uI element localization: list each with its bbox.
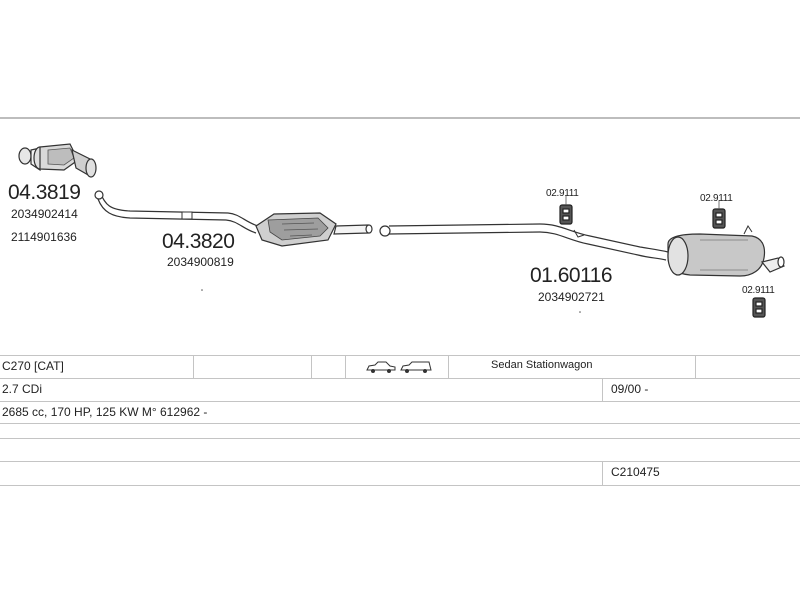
table-line bbox=[0, 485, 800, 486]
front-pipe bbox=[94, 190, 259, 234]
part-number-rear-pipe: 01.60116 bbox=[530, 264, 613, 287]
product-code: C210475 bbox=[611, 465, 660, 479]
table-divider bbox=[602, 378, 603, 401]
part-ref-front-cat-2: 2114901636 bbox=[11, 230, 77, 244]
body-types: Sedan Stationwagon bbox=[491, 359, 593, 371]
engine-specs: 2685 cc, 170 HP, 125 KW M° 612962 - bbox=[2, 405, 208, 419]
middle-catalytic-converter bbox=[255, 212, 373, 247]
part-ref-mid-cat: 2034900819 bbox=[167, 255, 234, 269]
part-ref-front-cat-1: 2034902414 bbox=[11, 207, 78, 221]
hanger-label-2: 02.9111 bbox=[700, 193, 733, 204]
table-divider bbox=[602, 461, 603, 485]
dot-marker bbox=[201, 289, 203, 291]
part-ref-rear-pipe: 2034902721 bbox=[538, 290, 605, 304]
hanger-1 bbox=[559, 196, 573, 225]
dot-marker bbox=[579, 311, 581, 313]
table-divider bbox=[695, 355, 696, 378]
table-line bbox=[0, 461, 800, 462]
exhaust-diagram bbox=[18, 143, 785, 318]
stationwagon-icon bbox=[400, 360, 432, 379]
hanger-label-1: 02.9111 bbox=[546, 188, 579, 199]
rear-pipe bbox=[379, 223, 669, 261]
table-line bbox=[0, 378, 800, 379]
table-line bbox=[0, 401, 800, 402]
hanger-2 bbox=[712, 200, 726, 229]
sedan-icon bbox=[366, 360, 396, 379]
part-number-front-cat: 04.3819 bbox=[8, 181, 81, 204]
front-catalytic-converter bbox=[18, 143, 97, 178]
table-divider bbox=[193, 355, 194, 378]
date-range: 09/00 - bbox=[611, 382, 649, 396]
vehicle-model: C270 [CAT] bbox=[2, 359, 64, 373]
hanger-3 bbox=[752, 297, 766, 318]
table-divider bbox=[345, 355, 346, 378]
table-line bbox=[0, 423, 800, 424]
rear-silencer bbox=[667, 225, 785, 277]
hanger-label-3: 02.9111 bbox=[742, 285, 775, 296]
table-divider bbox=[311, 355, 312, 378]
table-line bbox=[0, 355, 800, 356]
frame-top-line bbox=[0, 117, 800, 119]
engine: 2.7 CDi bbox=[2, 382, 43, 396]
table-divider bbox=[448, 355, 449, 378]
table-line bbox=[0, 438, 800, 439]
part-number-mid-cat: 04.3820 bbox=[162, 230, 235, 253]
